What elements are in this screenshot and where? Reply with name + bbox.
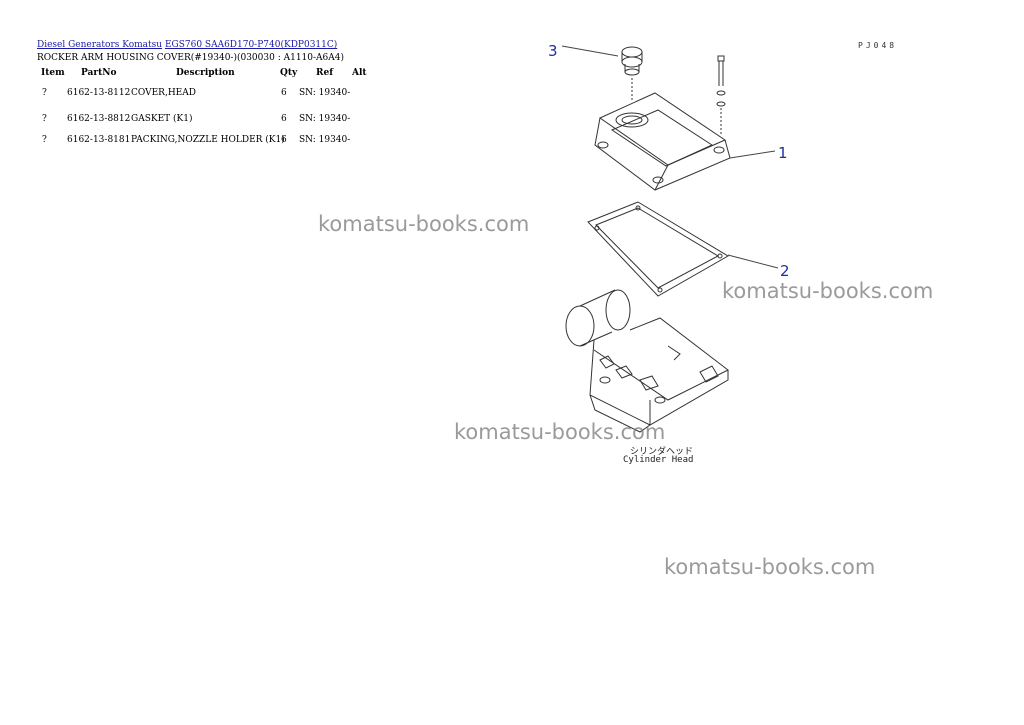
caption-english: Cylinder Head <box>623 455 694 465</box>
breadcrumb-link-category[interactable]: Diesel Generators Komatsu <box>37 40 163 50</box>
leader-line-1 <box>729 150 776 159</box>
callout-2: 2 <box>780 262 790 280</box>
gasket-part <box>587 201 729 297</box>
leader-line-2 <box>727 254 779 269</box>
row2-partno: 6162-13-8812 <box>67 114 131 124</box>
watermark-4: komatsu-books.com <box>664 555 876 579</box>
head-cover-part <box>594 92 731 191</box>
row1-qty: 6 <box>281 88 287 98</box>
bolt-part <box>716 55 726 135</box>
header-ref: Ref <box>316 68 334 78</box>
header-qty: Qty <box>280 68 298 78</box>
row3-partno: 6162-13-8181 <box>67 135 131 145</box>
row2-ref: SN: 19340- <box>299 114 351 124</box>
row2-description: GASKET (K1) <box>131 114 193 124</box>
row3-item: ? <box>42 135 47 145</box>
callout-1: 1 <box>778 144 788 162</box>
plug-part <box>621 46 643 100</box>
watermark-1: komatsu-books.com <box>318 212 530 236</box>
row1-partno: 6162-13-8112 <box>67 88 131 98</box>
caption-japanese: シリンダヘッド <box>630 447 694 457</box>
watermark-3: komatsu-books.com <box>454 420 666 444</box>
parts-diagram <box>561 45 779 433</box>
row3-description: PACKING,NOZZLE HOLDER (K1) <box>131 135 285 145</box>
row3-qty: 6 <box>281 135 287 145</box>
watermark-2: komatsu-books.com <box>722 279 934 303</box>
cylinder-head-part <box>565 289 729 433</box>
row2-item: ? <box>42 114 47 124</box>
diagram-code: PJ048 <box>858 41 898 50</box>
leader-line-3 <box>561 45 619 57</box>
row1-item: ? <box>42 88 47 98</box>
row3-ref: SN: 19340- <box>299 135 351 145</box>
breadcrumb-link-model[interactable]: EGS760 SAA6D170-P740(KDP0311C) <box>164 40 338 50</box>
row2-qty: 6 <box>281 114 287 124</box>
header-alt: Alt <box>352 68 367 78</box>
header-partno: PartNo <box>81 68 117 78</box>
breadcrumb: Diesel Generators Komatsu EGS760 SAA6D17… <box>37 40 337 50</box>
page-subtitle: ROCKER ARM HOUSING COVER(#19340-)(030030… <box>37 53 344 63</box>
row1-description: COVER,HEAD <box>131 88 196 98</box>
header-item: Item <box>41 68 65 78</box>
header-description: Description <box>176 68 235 78</box>
row1-ref: SN: 19340- <box>299 88 351 98</box>
callout-3: 3 <box>548 42 558 60</box>
